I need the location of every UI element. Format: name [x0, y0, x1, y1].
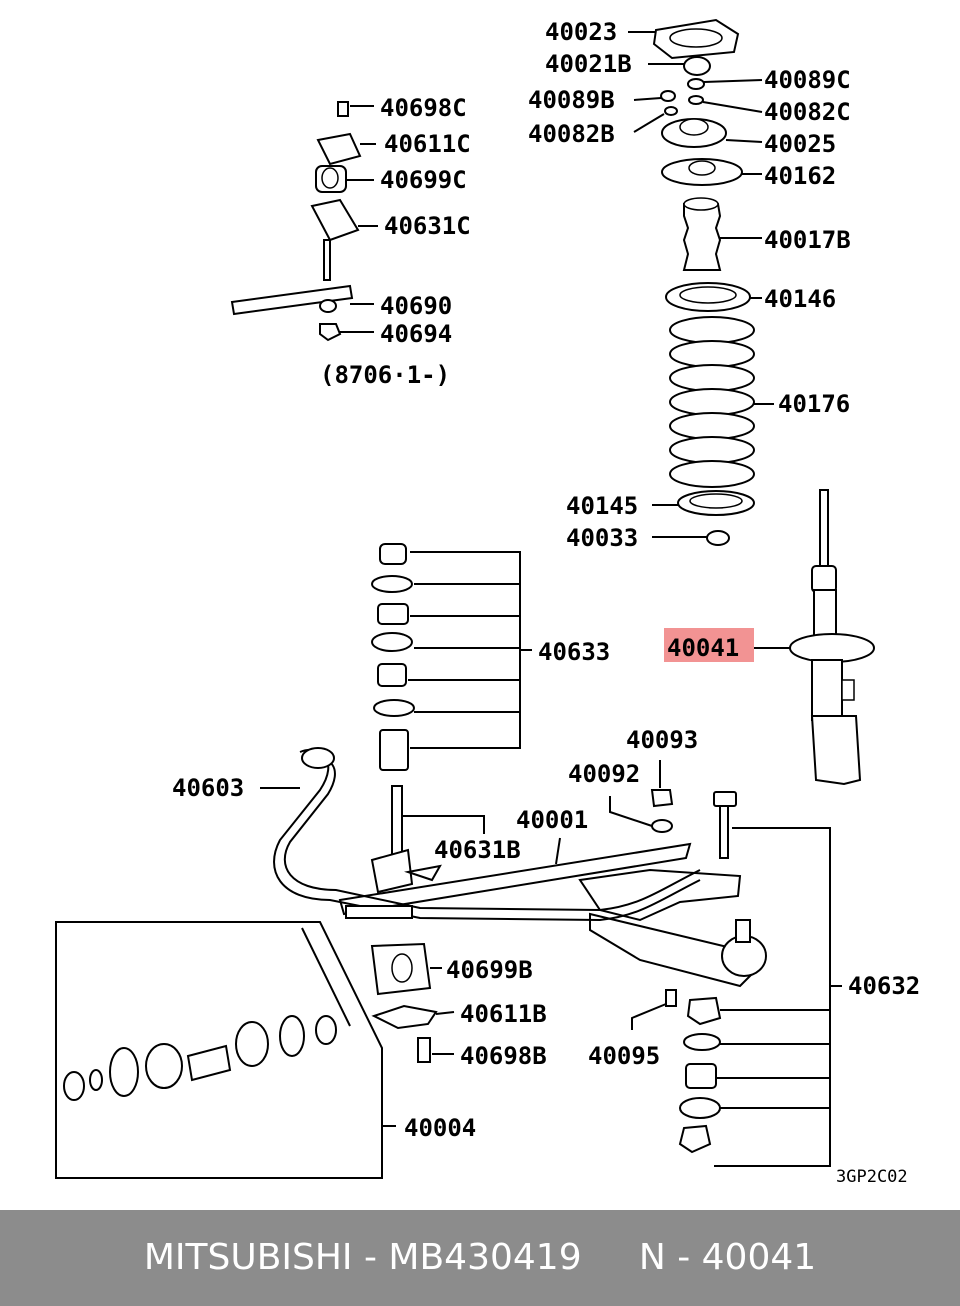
label-40603[interactable]: 40603 — [172, 774, 244, 802]
label-40611B[interactable]: 40611B — [460, 1000, 547, 1028]
label-date-range: (8706·1-) — [320, 361, 450, 389]
label-40694[interactable]: 40694 — [380, 320, 452, 348]
label-40699C[interactable]: 40699C — [380, 166, 467, 194]
highlight-40041 — [664, 628, 754, 662]
label-40633[interactable]: 40633 — [538, 638, 610, 666]
label-40089B[interactable]: 40089B — [528, 86, 615, 114]
drawing-code: 3GP2C02 — [836, 1167, 908, 1187]
label-40082C[interactable]: 40082C — [764, 98, 851, 126]
label-40145[interactable]: 40145 — [566, 492, 638, 520]
label-40023[interactable]: 40023 — [545, 18, 617, 46]
label-40082B[interactable]: 40082B — [528, 120, 615, 148]
label-40631B[interactable]: 40631B — [434, 836, 521, 864]
stabilizer-link-group — [230, 101, 378, 342]
label-40004[interactable]: 40004 — [404, 1114, 476, 1142]
label-40095[interactable]: 40095 — [588, 1042, 660, 1070]
label-40698B[interactable]: 40698B — [460, 1042, 547, 1070]
parts-diagram: 40023 40021B 40089C 40089B 40082C 40082B… — [55, 18, 920, 1187]
label-40699B[interactable]: 40699B — [446, 956, 533, 984]
coil-spring — [669, 316, 755, 488]
label-40025[interactable]: 40025 — [764, 130, 836, 158]
nut-group-40093 — [609, 760, 674, 833]
box-40004 — [55, 921, 396, 1179]
label-40698C[interactable]: 40698C — [380, 94, 467, 122]
label-40017B[interactable]: 40017B — [764, 226, 851, 254]
shock-absorber — [789, 489, 875, 786]
label-40690[interactable]: 40690 — [380, 292, 452, 320]
label-40089C[interactable]: 40089C — [764, 66, 851, 94]
label-40092[interactable]: 40092 — [568, 760, 640, 788]
footer-part-info: MITSUBISHI - MB430419 N - 40041 — [143, 1237, 817, 1278]
label-40001[interactable]: 40001 — [516, 806, 588, 834]
label-40041[interactable]: 40041 — [667, 634, 739, 662]
label-40176[interactable]: 40176 — [778, 390, 850, 418]
strut-top-mount-group — [628, 18, 774, 546]
label-40162[interactable]: 40162 — [764, 162, 836, 190]
footer-bar: MITSUBISHI - MB430419 N - 40041 — [0, 1210, 960, 1306]
lower-arm-assembly — [260, 747, 767, 988]
label-40611C[interactable]: 40611C — [384, 130, 471, 158]
bolt-bracket-40631B — [370, 785, 485, 894]
bushing-stack-40633 — [371, 543, 532, 771]
part-labels: 40023 40021B 40089C 40089B 40082C 40082B… — [172, 18, 920, 1187]
label-40093[interactable]: 40093 — [626, 726, 698, 754]
label-40632[interactable]: 40632 — [848, 972, 920, 1000]
label-40146[interactable]: 40146 — [764, 285, 836, 313]
bolt-40095 — [631, 989, 677, 1030]
label-40631C[interactable]: 40631C — [384, 212, 471, 240]
bolt-stack-40632 — [678, 791, 842, 1167]
label-40021B[interactable]: 40021B — [545, 50, 632, 78]
label-40033[interactable]: 40033 — [566, 524, 638, 552]
bushing-clamp-group — [370, 942, 455, 1063]
